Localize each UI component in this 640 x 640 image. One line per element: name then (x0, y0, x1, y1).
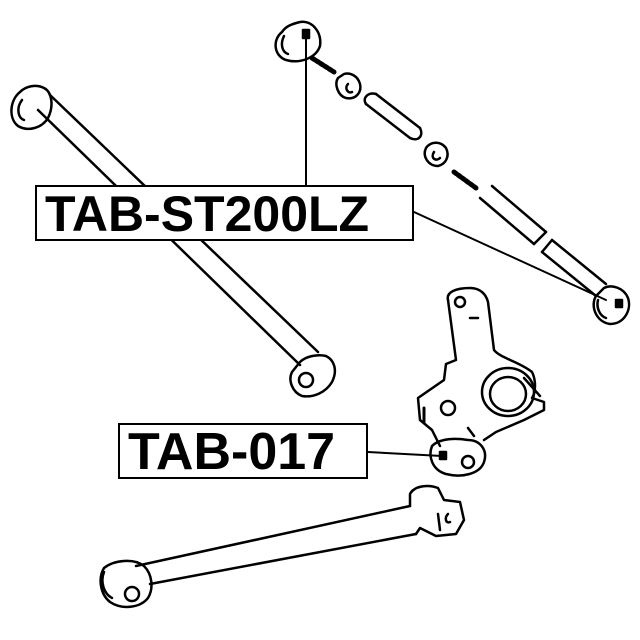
upper-link-assembly (274, 20, 631, 326)
leader-lines (305, 33, 607, 457)
part-label-tab-st200lz: TAB-ST200LZ (35, 185, 414, 241)
part-label-tab-017: TAB-017 (118, 423, 368, 479)
rear-knuckle (416, 286, 546, 477)
lower-arm (99, 484, 466, 609)
